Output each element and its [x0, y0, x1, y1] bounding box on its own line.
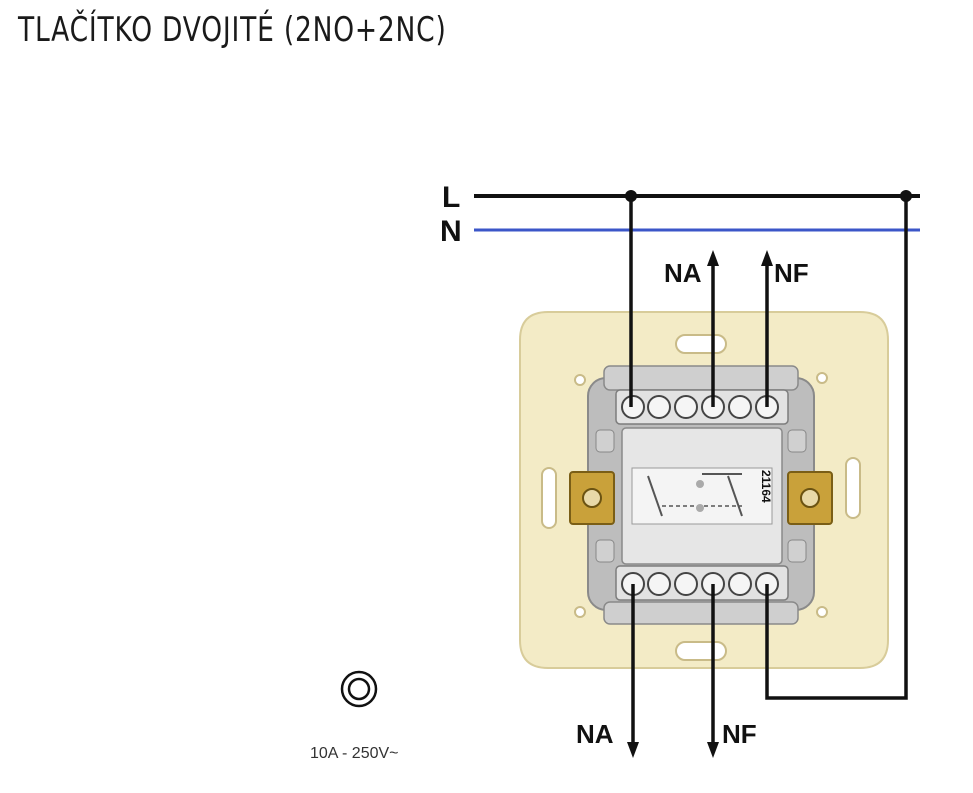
rating-label: 10A - 250V~	[310, 745, 399, 762]
bottom-na-label: NA	[576, 719, 614, 749]
neutral-label: N	[440, 215, 462, 248]
top-nf-label: NF	[774, 258, 809, 288]
side-clamp-right	[787, 471, 833, 525]
top-na-label: NA	[664, 258, 702, 288]
bottom-nf-label: NF	[722, 719, 757, 749]
arrow-down-icon	[707, 742, 719, 758]
side-clamp-left	[569, 471, 615, 525]
conductors	[629, 196, 908, 748]
arrow-up-icon	[761, 250, 773, 266]
double-circle-icon	[340, 670, 378, 708]
device-code: 21164	[759, 470, 773, 503]
page-title: TLAČÍTKO DVOJITÉ (2NO+2NC)	[18, 10, 447, 50]
terminal-screws-top	[621, 395, 779, 419]
line-label: L	[442, 181, 460, 214]
arrow-up-icon	[707, 250, 719, 266]
arrow-down-icon	[627, 742, 639, 758]
arrowheads	[627, 250, 773, 758]
